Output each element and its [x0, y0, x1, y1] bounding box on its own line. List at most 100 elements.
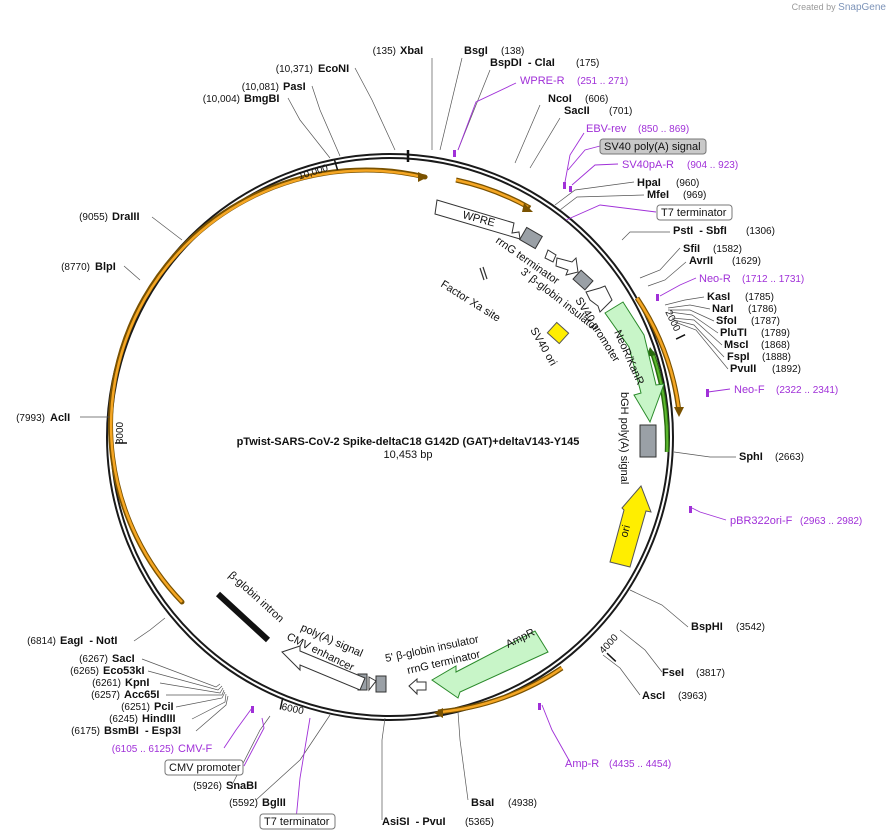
tick-label-8000: 8000: [115, 421, 126, 444]
enzyme-pvuii[interactable]: PvuII(1892): [730, 363, 801, 375]
enzyme-draiii[interactable]: (9055)DraIII: [79, 211, 139, 223]
enzyme-sfoi[interactable]: SfoI(1787): [716, 315, 780, 327]
enzyme-fspi-pos: (1888): [762, 352, 791, 363]
primer-sites: [251, 150, 709, 713]
enzyme-fsei[interactable]: FseI(3817): [662, 667, 725, 679]
orf-arrowhead-left: [418, 172, 428, 182]
enzyme-pluti[interactable]: PluTI (1789): [720, 327, 790, 339]
enzyme-eagi-noti-pos: (6814): [27, 636, 56, 647]
enzyme-hpai[interactable]: HpaI(960): [637, 177, 699, 189]
cmv-promoter-text: CMV promoter: [169, 762, 241, 774]
enzyme-eco53ki[interactable]: (6265)Eco53kI: [70, 665, 145, 677]
enzyme-kpni-name: KpnI: [125, 677, 149, 689]
enzyme-eagi-noti[interactable]: (6814)EagI - NotI: [27, 635, 117, 647]
tick-label-6000: 6000: [280, 702, 304, 717]
plasmid-length: 10,453 bp: [384, 449, 433, 461]
enzyme-hindiii-name: HindIII: [142, 713, 176, 725]
enzyme-bsgi[interactable]: BsgI (138): [464, 45, 524, 57]
primer-amp-r[interactable]: Amp-R(4435 .. 4454): [565, 758, 671, 770]
enzyme-asisi-pvui[interactable]: AsiSI - PvuI(5365): [382, 816, 494, 828]
enzyme-bsphi[interactable]: BspHI(3542): [691, 621, 765, 633]
label-cmv-promoter[interactable]: CMV promoter: [164, 759, 244, 776]
enzyme-ncoi[interactable]: NcoI(606): [548, 93, 608, 105]
tick-label-10000: 10,000: [297, 163, 330, 183]
orf-arc-left-fill: [109, 169, 424, 603]
orf-arc-left: [108, 167, 428, 605]
enzyme-bsgi-name: BsgI: [464, 45, 488, 57]
feature-small-arrow-1: [544, 249, 557, 263]
enzyme-acli[interactable]: (7993)AclI: [16, 412, 70, 424]
primer-neo-r[interactable]: Neo-R(1712 .. 1731): [699, 273, 804, 285]
enzyme-asci-pos: (3963): [678, 691, 707, 702]
enzyme-snabi[interactable]: (5926)SnaBI: [193, 780, 257, 792]
enzyme-mfei-name: MfeI: [647, 189, 669, 201]
label-sv40-polya-signal[interactable]: SV40 poly(A) signal: [599, 138, 707, 155]
label-t7-terminator-bottom[interactable]: T7 terminator: [259, 813, 336, 830]
enzyme-econi[interactable]: (10,371) EcoNI: [276, 63, 349, 75]
feature-beta-globin-intron-label: β-globin intron: [226, 569, 286, 625]
label-t7-terminator-top[interactable]: T7 terminator: [656, 204, 733, 221]
enzyme-hpai-name: HpaI: [637, 177, 661, 189]
enzyme-bmgbi[interactable]: (10,004)BmgBI: [203, 93, 280, 105]
enzyme-kpni[interactable]: (6261)KpnI: [92, 677, 149, 689]
enzyme-bsmbi-esp3i[interactable]: (6175)BsmBI - Esp3I: [71, 725, 181, 737]
enzyme-hindiii-pos: (6245): [109, 714, 138, 725]
enzyme-fsei-pos: (3817): [696, 668, 725, 679]
cmv-promoter-box: [164, 759, 244, 776]
enzyme-sfii-name: SfiI: [683, 243, 700, 255]
tick-2000: 2000: [662, 308, 686, 340]
snapgene-logo: SnapGene: [838, 2, 886, 13]
enzyme-pvuii-name: PvuII: [730, 363, 756, 375]
enzyme-msci[interactable]: MscI(1868): [724, 339, 790, 351]
enzyme-bsai[interactable]: BsaI(4938): [471, 797, 537, 809]
enzyme-pcii[interactable]: (6251)PciI: [121, 701, 173, 713]
feature-ori-arrow: [609, 485, 652, 568]
enzyme-bspdi-clai[interactable]: BspDI - ClaI(175): [490, 57, 599, 69]
enzyme-kasi[interactable]: KasI(1785): [707, 291, 774, 303]
primer-sv40pa-r[interactable]: SV40pA-R(904 .. 923): [622, 159, 738, 171]
enzyme-bsgi-pos: (138): [501, 46, 524, 57]
enzyme-econi-name: EcoNI: [318, 63, 349, 75]
primer-pbr322ori-f[interactable]: pBR322ori-F(2963 .. 2982): [730, 515, 862, 527]
enzyme-asci[interactable]: AscI(3963): [642, 690, 707, 702]
backbone-outer: [106, 153, 674, 721]
enzyme-pluti-pos: (1789): [761, 328, 790, 339]
primer-wpre-r[interactable]: WPRE-R(251 .. 271): [520, 75, 628, 87]
enzyme-pluti-name: PluTI: [720, 327, 747, 339]
enzyme-econi-pos: (10,371): [276, 64, 313, 75]
primer-cmv-f-name: CMV-F: [178, 743, 213, 755]
primer-ebv-rev[interactable]: EBV-rev(850 .. 869): [586, 123, 689, 135]
sv40-polya-signal-text: SV40 poly(A) signal: [604, 141, 701, 153]
enzyme-bglii[interactable]: (5592)BglII: [229, 797, 286, 809]
feature-rrng-terminator-box: [519, 226, 543, 250]
enzyme-saci[interactable]: (6267)SacI: [79, 653, 135, 665]
t7-terminator-bottom-box: [259, 813, 336, 830]
enzyme-sfii-pos: (1582): [713, 244, 742, 255]
enzyme-xbai[interactable]: (135)XbaI: [373, 45, 424, 57]
tick-8000: 8000: [115, 421, 127, 444]
primer-cmv-f[interactable]: (6105 .. 6125) CMV-F: [112, 743, 213, 755]
enzyme-bsai-pos: (4938): [508, 798, 537, 809]
enzyme-psti-sbfi[interactable]: PstI - SbfI(1306): [673, 225, 775, 237]
enzyme-sfii[interactable]: SfiI (1582): [683, 243, 742, 255]
enzyme-fspi[interactable]: FspI(1888): [727, 351, 791, 363]
enzyme-nari[interactable]: NarI(1786): [712, 303, 777, 315]
feature-small-arrow-2: [555, 256, 579, 276]
primer-wpre-r-range: (251 .. 271): [577, 76, 628, 87]
enzyme-sacii[interactable]: SacII(701): [564, 105, 632, 117]
enzyme-pasi[interactable]: (10,081)PasI: [242, 81, 306, 93]
enzyme-ncoi-name: NcoI: [548, 93, 572, 105]
primer-neo-f[interactable]: Neo-F(2322 .. 2341): [734, 384, 838, 396]
enzyme-sphi[interactable]: SphI(2663): [739, 451, 804, 463]
enzyme-blpi[interactable]: (8770)BlpI: [61, 261, 116, 273]
credit-prefix: Created by: [791, 2, 836, 12]
enzyme-eco53ki-name: Eco53kI: [103, 665, 145, 677]
sv40-polya-signal-box: [599, 138, 707, 155]
enzyme-hindiii[interactable]: (6245) HindIII: [109, 713, 176, 725]
enzyme-acc65i[interactable]: (6257)Acc65I: [91, 689, 159, 701]
enzyme-mfei[interactable]: MfeI(969): [647, 189, 706, 201]
enzyme-avrii[interactable]: AvrII(1629): [689, 255, 761, 267]
primer-cmv-f-range: (6105 .. 6125): [112, 744, 174, 755]
enzyme-kasi-name: KasI: [707, 291, 730, 303]
